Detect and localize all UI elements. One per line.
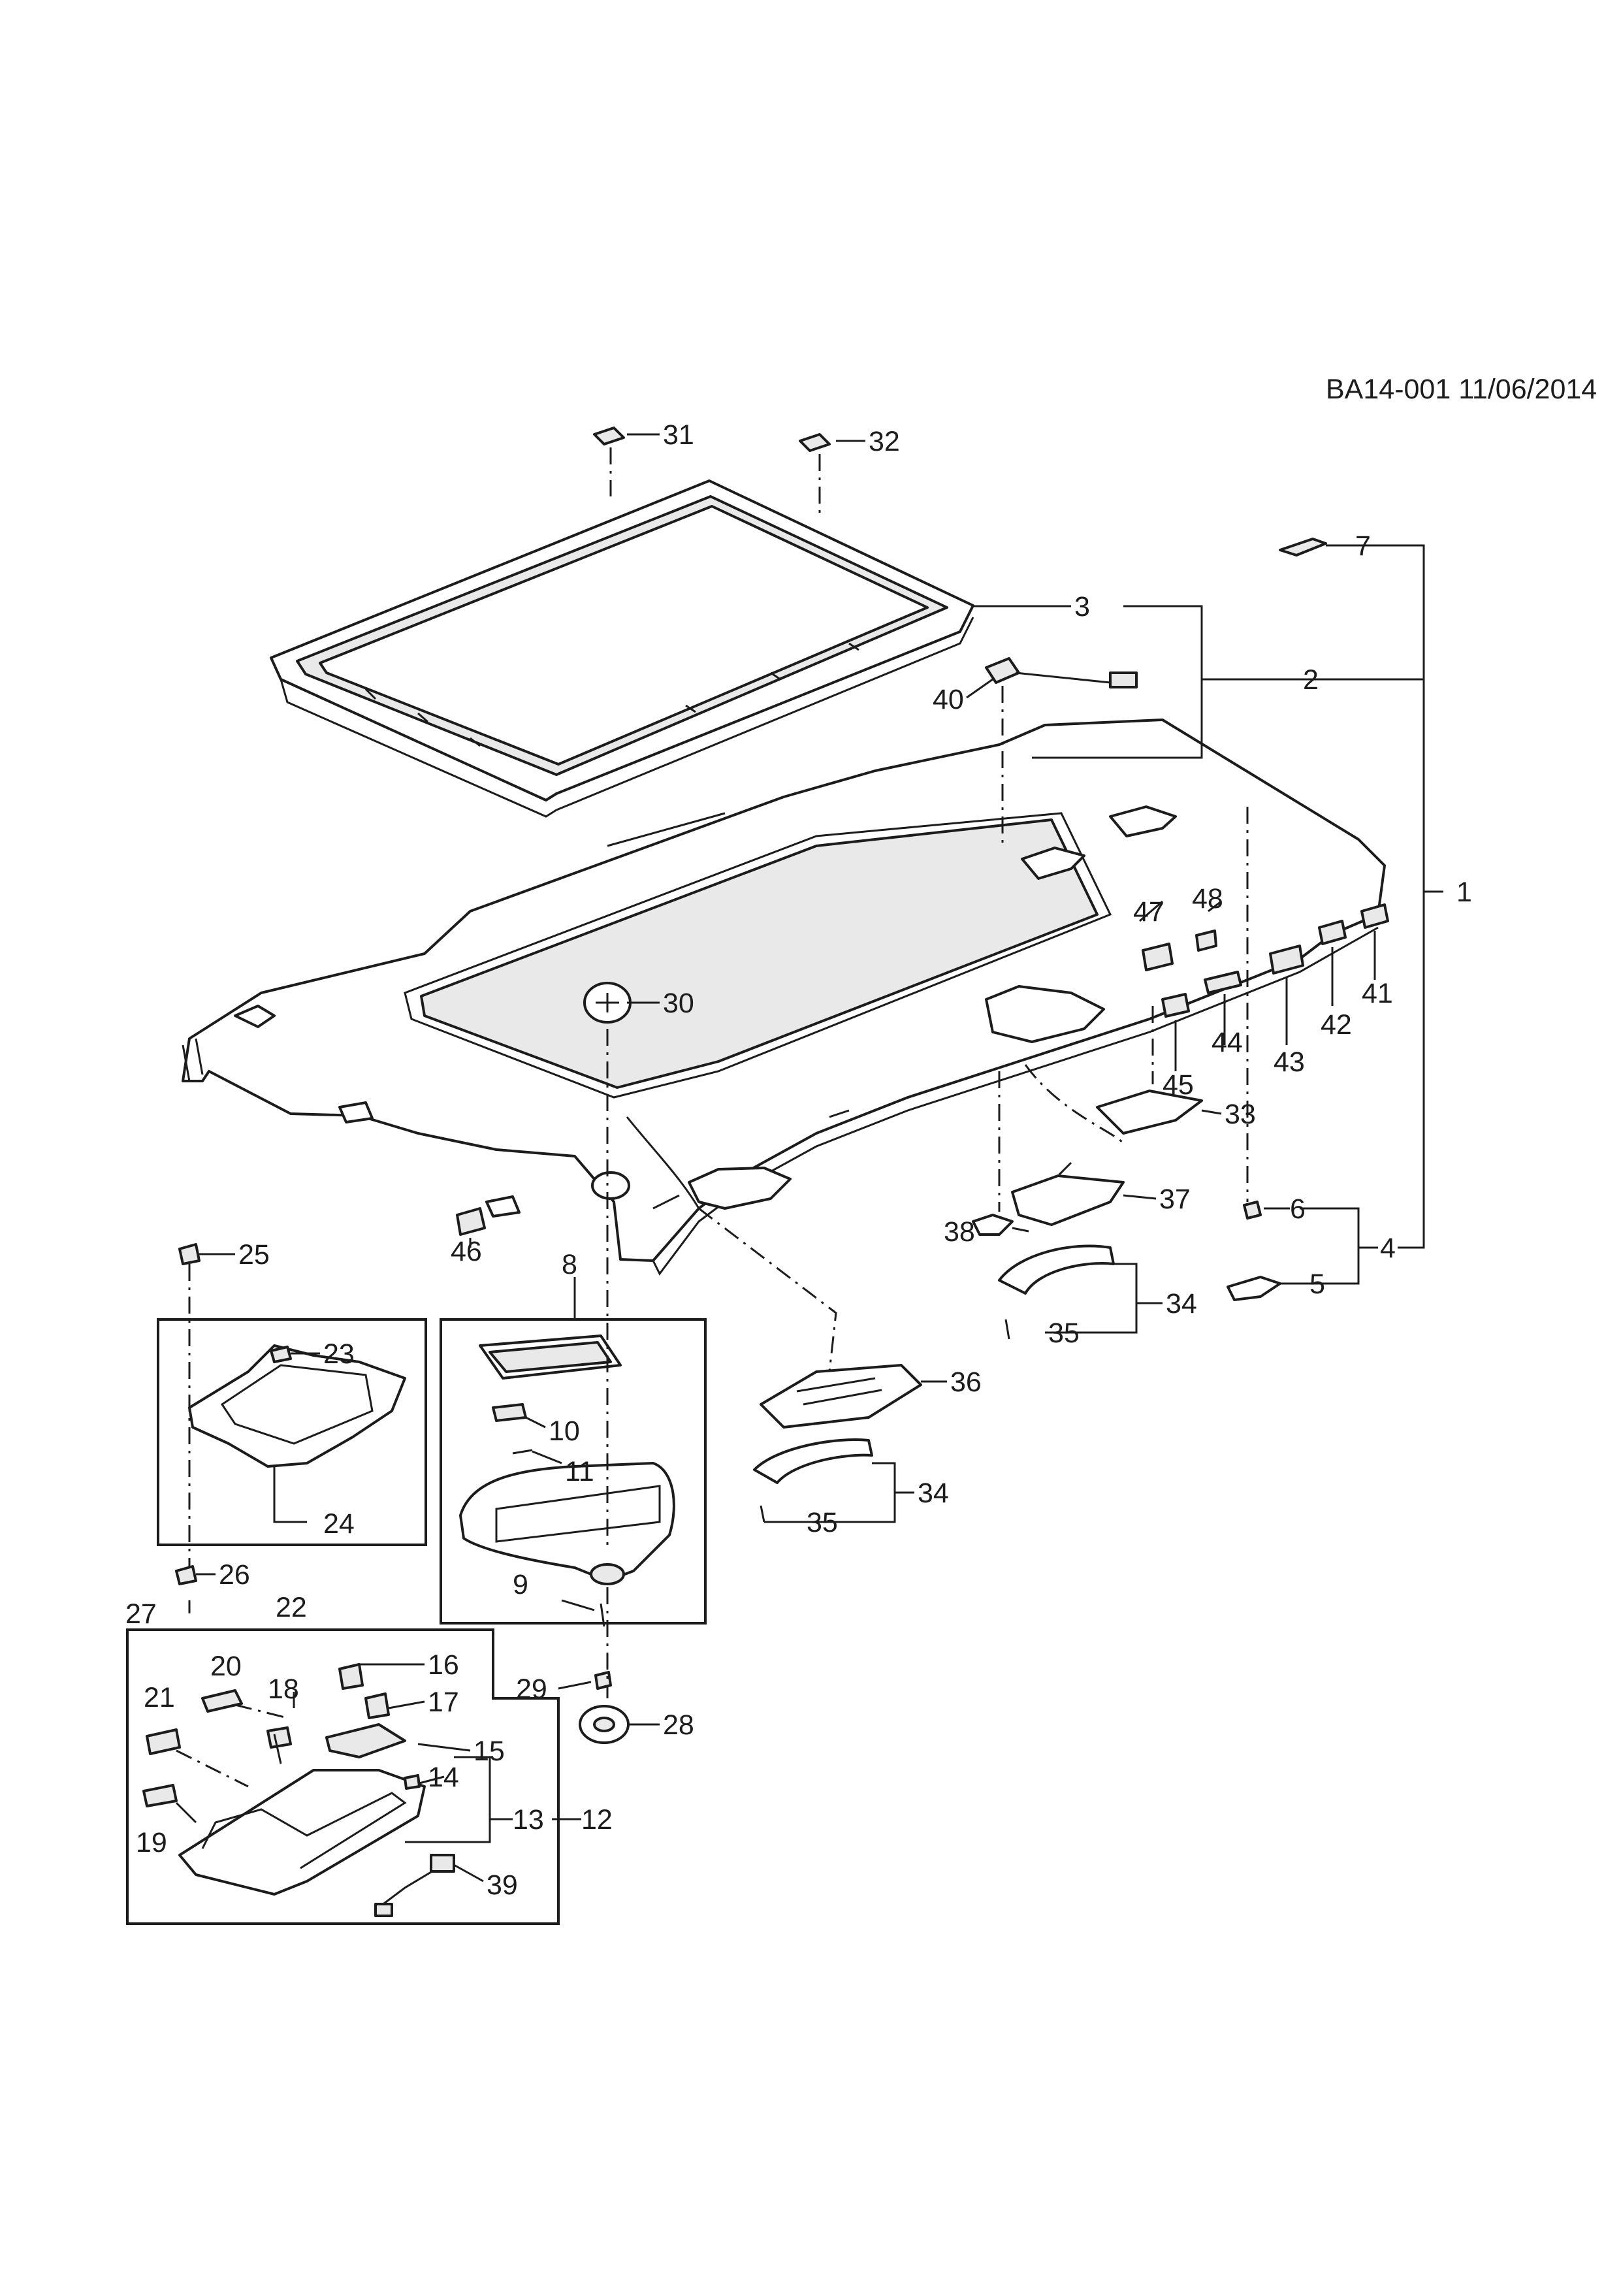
callout-36: 36 xyxy=(950,1366,982,1398)
callout-19: 19 xyxy=(136,1827,167,1858)
callout-21: 21 xyxy=(144,1682,175,1713)
group-box-8 xyxy=(440,1318,707,1625)
callout-30: 30 xyxy=(663,988,694,1019)
hardware-parts xyxy=(142,427,1389,1917)
callout-27: 27 xyxy=(125,1598,157,1630)
sunroof-frame xyxy=(270,479,974,818)
callout-1: 1 xyxy=(1456,877,1472,908)
callout-46: 46 xyxy=(451,1236,482,1267)
callout-2: 2 xyxy=(1303,664,1319,696)
callout-8: 8 xyxy=(562,1249,577,1280)
callout-44: 44 xyxy=(1212,1027,1243,1058)
drawing-reference: BA14-001 11/06/2014 xyxy=(1326,374,1597,405)
callout-43: 43 xyxy=(1274,1046,1305,1078)
callout-10: 10 xyxy=(549,1415,580,1447)
callout-35-upper: 35 xyxy=(1048,1318,1080,1349)
callout-7: 7 xyxy=(1355,530,1371,562)
callout-4: 4 xyxy=(1380,1233,1396,1264)
callout-5: 5 xyxy=(1309,1269,1325,1300)
callout-15: 15 xyxy=(473,1736,505,1767)
callout-34-lower: 34 xyxy=(918,1478,949,1509)
callout-13: 13 xyxy=(513,1804,544,1835)
callout-42: 42 xyxy=(1321,1009,1352,1041)
group-box-22 xyxy=(157,1318,427,1546)
callout-9: 9 xyxy=(513,1569,528,1600)
callout-11: 11 xyxy=(565,1456,594,1487)
callout-28: 28 xyxy=(663,1709,694,1741)
callout-32: 32 xyxy=(869,426,900,457)
callout-38: 38 xyxy=(944,1216,975,1248)
callout-33: 33 xyxy=(1225,1099,1256,1130)
callout-18: 18 xyxy=(268,1673,299,1705)
callout-31: 31 xyxy=(663,419,694,451)
callout-29: 29 xyxy=(516,1673,547,1705)
callout-24: 24 xyxy=(323,1508,355,1540)
callout-17: 17 xyxy=(428,1687,459,1718)
callout-35-lower: 35 xyxy=(807,1507,838,1538)
callout-45: 45 xyxy=(1163,1069,1194,1101)
callout-34-upper: 34 xyxy=(1166,1288,1197,1319)
callout-47: 47 xyxy=(1133,896,1164,928)
callout-41: 41 xyxy=(1362,978,1393,1009)
callout-20: 20 xyxy=(210,1651,242,1682)
callout-16: 16 xyxy=(428,1649,459,1681)
callout-12: 12 xyxy=(581,1804,613,1835)
callout-37: 37 xyxy=(1159,1184,1191,1215)
callout-22: 22 xyxy=(276,1592,307,1623)
callout-40: 40 xyxy=(933,684,964,715)
callout-14: 14 xyxy=(428,1762,459,1793)
headliner-panel xyxy=(182,719,1386,1276)
callout-3: 3 xyxy=(1074,591,1090,623)
callout-39: 39 xyxy=(487,1869,518,1901)
callout-6: 6 xyxy=(1290,1193,1306,1225)
callout-26: 26 xyxy=(219,1559,250,1591)
callout-23: 23 xyxy=(323,1338,355,1370)
group-box-12 xyxy=(126,1628,560,1925)
leader-lines xyxy=(175,433,1443,1883)
callout-48: 48 xyxy=(1192,883,1223,914)
callout-25: 25 xyxy=(238,1239,270,1270)
